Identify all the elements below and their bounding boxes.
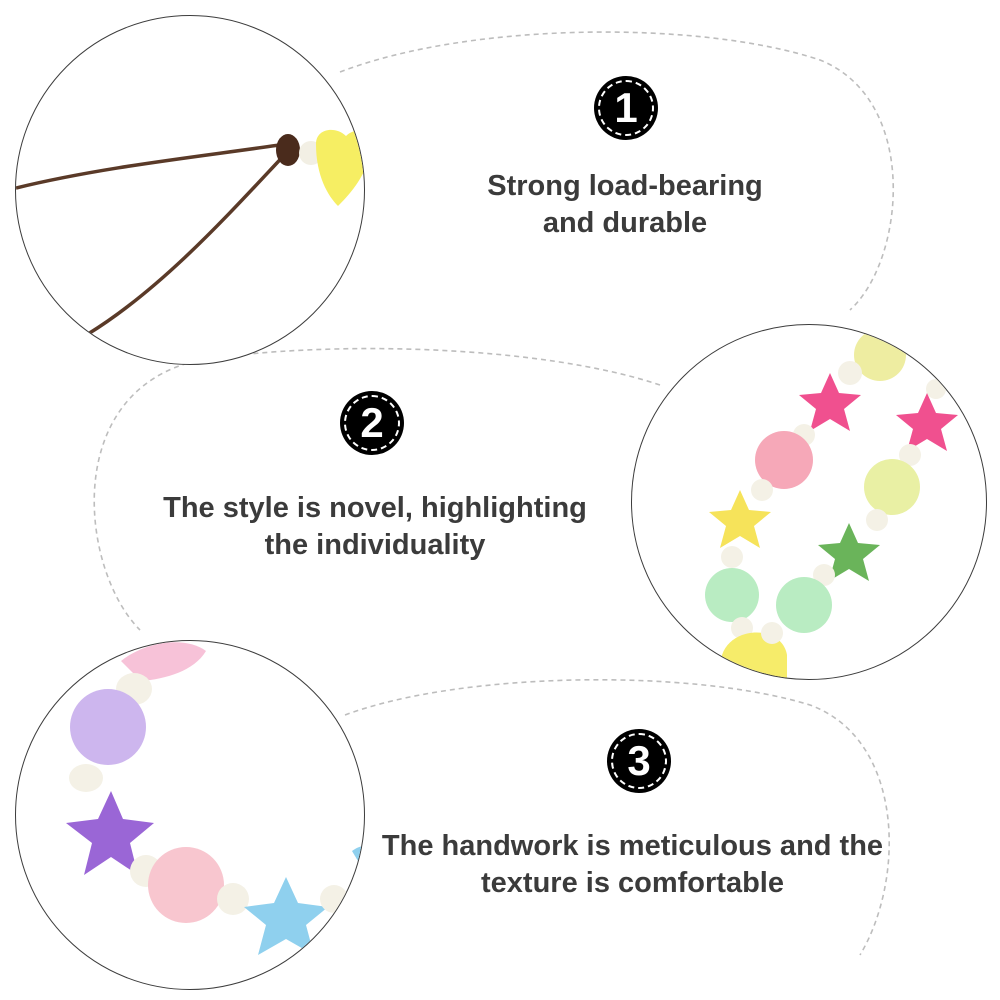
feature-1-image [15, 15, 365, 365]
feature-1-number-badge: 1 [594, 76, 658, 140]
cord-heart-bead-illustration [16, 129, 364, 336]
feature-1-text: Strong load-bearing and durable [455, 168, 795, 242]
feature-1-line-1: Strong load-bearing [487, 170, 763, 202]
feature-3-line-2: texture is comfortable [481, 867, 784, 899]
feature-2-number-badge: 2 [340, 391, 404, 455]
feature-3-image [15, 640, 365, 990]
feature-1-line-2: and durable [542, 207, 708, 239]
feature-3-text: The handwork is meticulous and the textu… [365, 828, 900, 902]
feature-3-line-1: The handwork is meticulous and the [381, 830, 884, 862]
dashed-blob-3 [344, 678, 890, 956]
feature-3-number-badge: 3 [607, 729, 671, 793]
pastel-beads-illustration [705, 329, 958, 679]
feature-2-line-1: The style is novel, highlighting [163, 492, 587, 524]
feature-2-line-2: the individuality [264, 529, 486, 561]
feature-2-image [631, 324, 987, 680]
dashed-blob-1 [339, 31, 895, 311]
purple-pink-beads-illustration [66, 642, 364, 955]
feature-2-text: The style is novel, highlighting the ind… [130, 490, 620, 564]
